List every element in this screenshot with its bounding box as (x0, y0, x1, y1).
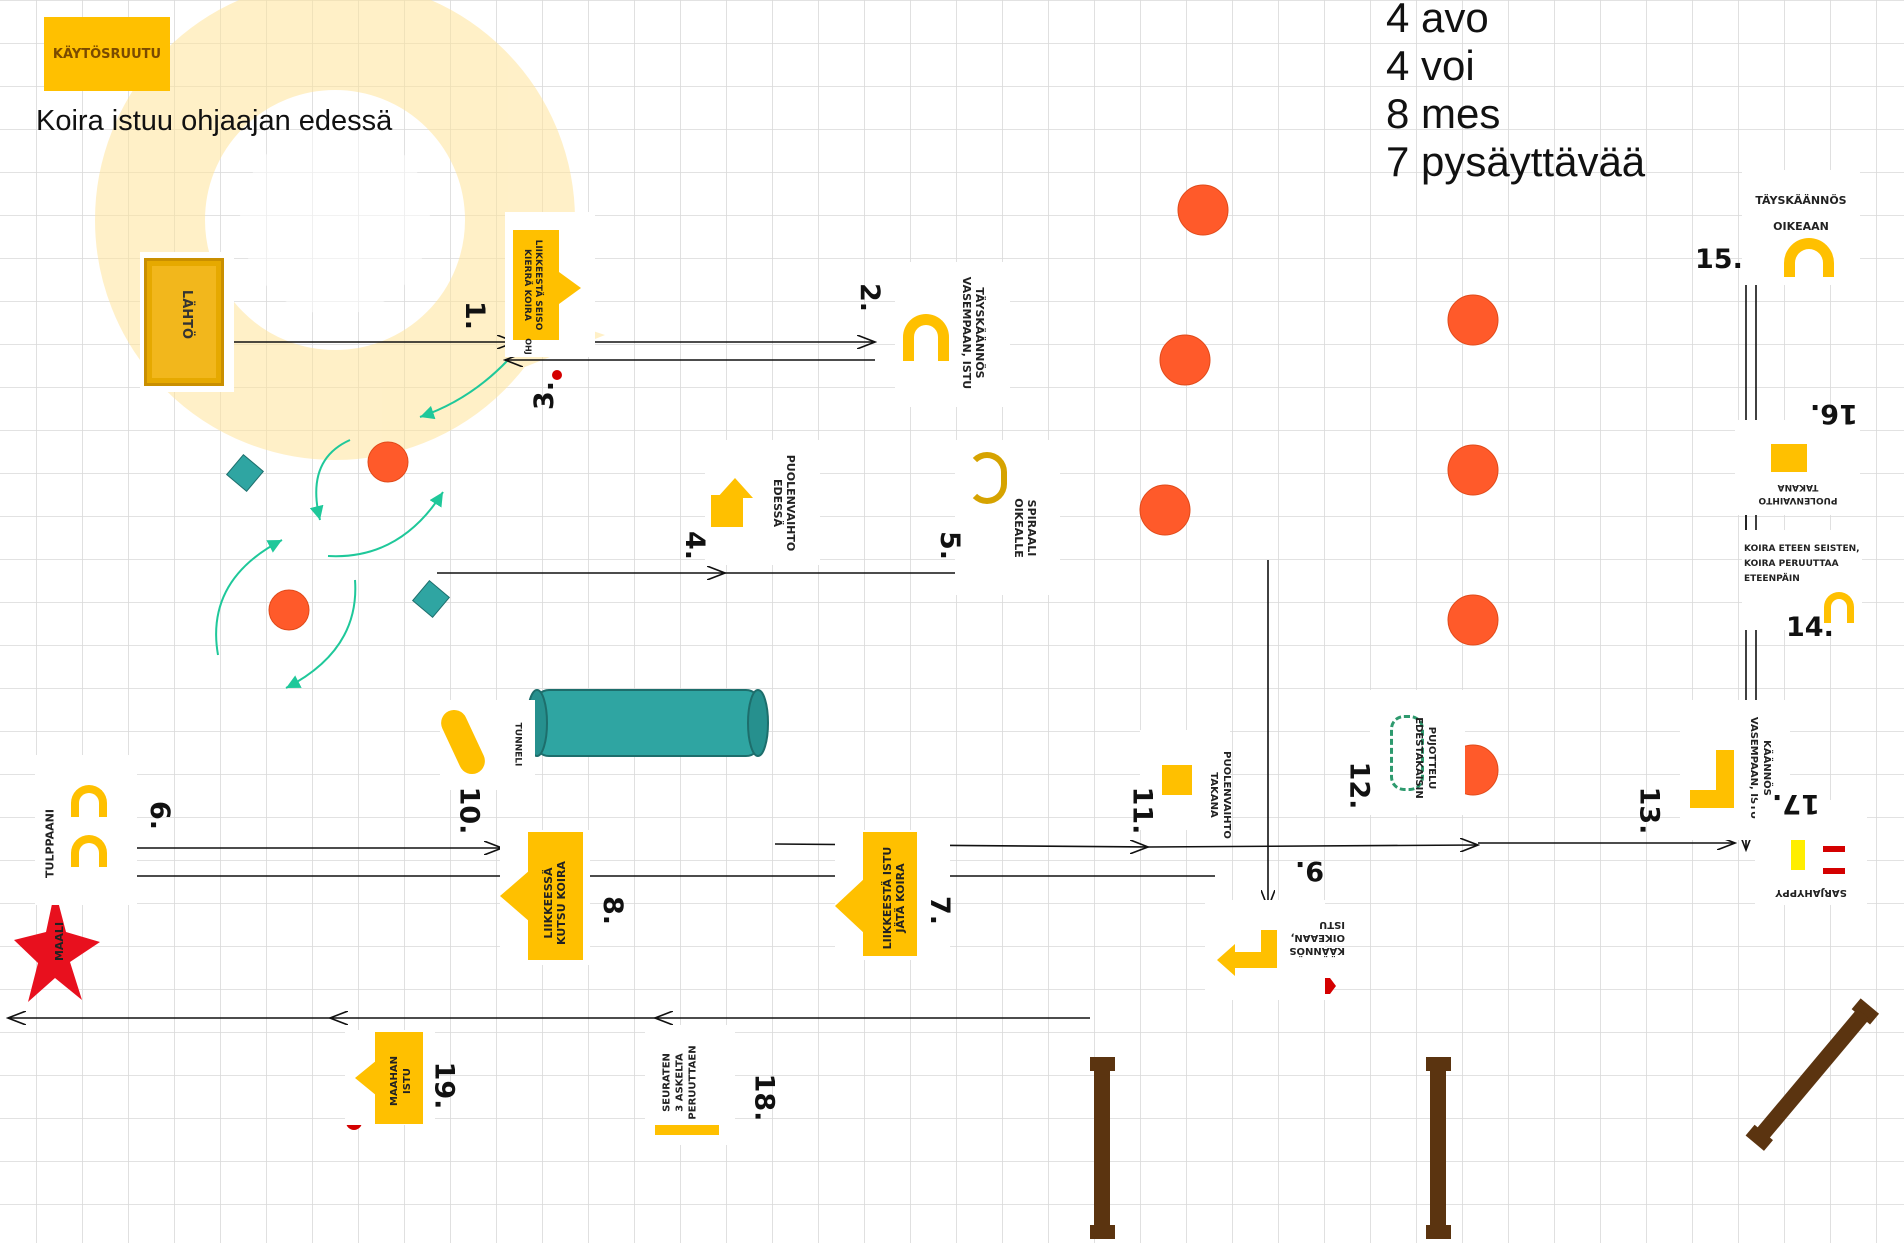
finish-star (14, 890, 100, 1002)
number-8: 8. (597, 895, 629, 926)
count-avo: 4 avo (1386, 0, 1489, 41)
cone (268, 589, 310, 631)
sign-14-text: KOIRA ETEEN SEISTEN, KOIRA PERUUTTAA ETE… (1744, 544, 1860, 584)
sign-6: TULPPAANI (35, 755, 137, 905)
behavior-box-legend: KÄYTÖSRUUTU (44, 17, 170, 91)
sign-19-text: MAAHAN ISTU (389, 1056, 413, 1106)
number-18: 18. (748, 1073, 780, 1122)
number-9: 9. (1295, 855, 1325, 886)
number-11: 11. (1126, 786, 1158, 835)
sign-10-text: TUNNELI (512, 722, 523, 767)
count-mes: 8 mes (1386, 90, 1501, 137)
sign-2-text: TÄYSKÄÄNNÖS VASEMPAAN, ISTU (960, 276, 986, 390)
sign-5-text: SPIRAALI OIKEALLE (1012, 498, 1038, 558)
sign-1-text: LIIKKEESTÄ SEISO KIERRÄ KOIRA (522, 239, 543, 331)
marker-diamond (225, 453, 265, 493)
cone (1177, 184, 1229, 236)
sign-8-text: LIIKKEESSÄ KUTSU KOIRA (542, 861, 568, 945)
sign-4-text: PUOLENVAIHTO EDESSÄ (771, 454, 797, 552)
cone (367, 441, 409, 483)
number-2: 2. (854, 282, 886, 313)
sign-11-text: PUOLENVAIHTO TAKANA (1208, 751, 1232, 839)
sign-1b-text: OHJ (523, 338, 533, 355)
sign-17-text: SARJAHYPPY (1775, 887, 1847, 898)
sign-7-text: LIIKKEESTÄ ISTU JÄTÄ KOIRA (881, 846, 907, 950)
green-path-arrows (215, 359, 509, 689)
start-label: LÄHTÖ (179, 289, 195, 340)
number-19: 19. (428, 1061, 460, 1110)
sign-18: SEURATEN 3 ASKELTA PERUUTTAEN (645, 1025, 735, 1145)
cone (1447, 594, 1499, 646)
number-3: 3. (529, 380, 561, 411)
sign-17: SARJAHYPPY (1755, 800, 1867, 905)
sign-14: KOIRA ETEEN SEISTEN, KOIRA PERUUTTAA ETE… (1742, 530, 1862, 630)
sign-12: PUJOTTELU EDESTAKAISIN (1370, 690, 1465, 815)
number-6: 6. (144, 800, 176, 831)
number-14: 14. (1786, 612, 1834, 643)
sign-8: LIIKKEESSÄ KUTSU KOIRA (500, 830, 590, 965)
number-7: 7. (924, 895, 956, 926)
legend-description: Koira istuu ohjaajan edessä (36, 105, 393, 137)
cone (1447, 444, 1499, 496)
sign-5: SPIRAALI OIKEALLE (955, 440, 1060, 595)
sign-15: TÄYSKÄÄNNÖS OIKEAAN (1742, 170, 1860, 285)
start-box: LÄHTÖ (140, 252, 234, 392)
number-17: 17. (1772, 788, 1820, 819)
number-4: 4. (679, 530, 711, 561)
number-5: 5. (934, 530, 966, 561)
sign-10: TUNNELI (436, 700, 535, 790)
sign-19: MAAHAN ISTU (345, 1030, 435, 1125)
marker-diamond (411, 579, 451, 619)
sign-1: LIIKKEESTÄ SEISO KIERRÄ KOIRA OHJ (505, 212, 595, 357)
sign-11: PUOLENVAIHTO TAKANA (1140, 730, 1232, 839)
number-1: 1. (459, 300, 491, 331)
hurdles (1090, 998, 1880, 1239)
sign-9-text: KÄÄNNÖS OIKEAAN, ISTU (1289, 919, 1345, 956)
sign-9: KÄÄNNÖS OIKEAAN, ISTU (1205, 900, 1345, 1000)
cone (1159, 334, 1211, 386)
cone (1139, 484, 1191, 536)
number-15: 15. (1695, 244, 1743, 275)
tunnel (526, 689, 769, 757)
sign-16: PUOLENVAIHTO TAKANA (1735, 420, 1860, 515)
sign-counts: 4 avo 4 voi 8 mes 7 pysäyttävää (1386, 0, 1645, 186)
sign-4: PUOLENVAIHTO EDESSÄ (705, 440, 820, 565)
sign-2: TÄYSKÄÄNNÖS VASEMPAAN, ISTU (895, 262, 1010, 407)
sign-7: LIIKKEESTÄ ISTU JÄTÄ KOIRA (835, 830, 950, 960)
count-voi: 4 voi (1386, 42, 1475, 89)
count-pysayttava: 7 pysäyttävää (1386, 138, 1646, 185)
sign-12-text: PUJOTTELU EDESTAKAISIN (1413, 717, 1437, 799)
number-13: 13. (1633, 786, 1665, 835)
number-10: 10. (453, 786, 485, 835)
sign-18-text: SEURATEN 3 ASKELTA PERUUTTAEN (661, 1045, 699, 1120)
number-12: 12. (1343, 761, 1375, 810)
finish-label: MAALI (53, 921, 67, 962)
sign-16-text: PUOLENVAIHTO TAKANA (1758, 482, 1838, 505)
number-16: 16. (1810, 398, 1858, 429)
sign-6-text: TULPPAANI (43, 809, 57, 878)
sign-15-text: TÄYSKÄÄNNÖS OIKEAAN (1755, 194, 1847, 233)
cone (1447, 294, 1499, 346)
